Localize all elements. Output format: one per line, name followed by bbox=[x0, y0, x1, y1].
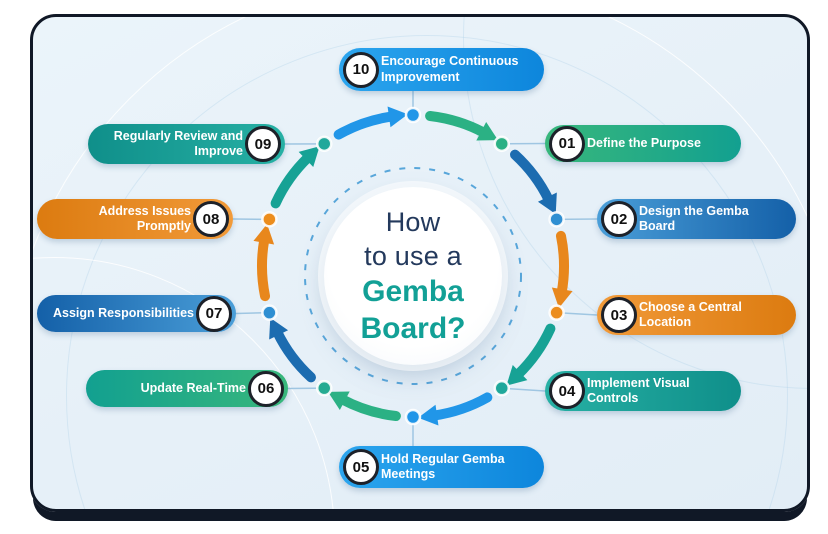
step-label: Choose a Central Location bbox=[639, 299, 742, 329]
cycle-arrow bbox=[555, 230, 569, 298]
step-pill-07: 07 Assign Responsibilities bbox=[37, 295, 236, 332]
cycle-arrowhead bbox=[327, 391, 350, 411]
title-line: to use a bbox=[364, 241, 462, 271]
step-number-badge: 08 bbox=[193, 201, 229, 237]
cycle-arrow bbox=[257, 234, 271, 302]
step-label: Regularly Review and Improve bbox=[113, 128, 243, 158]
step-dot bbox=[404, 408, 422, 426]
step-number-badge: 09 bbox=[245, 126, 281, 162]
cycle-arrowhead bbox=[298, 146, 320, 168]
cycle-arrowhead bbox=[387, 106, 408, 128]
title-keyword: Board? bbox=[360, 312, 466, 345]
cycle-arrowhead bbox=[537, 192, 557, 215]
title-line: How bbox=[385, 207, 441, 237]
step-label: Implement Visual Controls bbox=[587, 375, 690, 405]
step-pill-09: 09 Regularly Review and Improve bbox=[88, 124, 285, 164]
step-number-badge: 07 bbox=[196, 295, 232, 332]
cycle-arrowhead bbox=[253, 224, 275, 245]
center-title-circle: How to use a Gemba Board? bbox=[324, 187, 502, 365]
cycle-arrowhead bbox=[418, 404, 439, 426]
cycle-arrow bbox=[429, 392, 493, 421]
cycle-arrowhead bbox=[476, 121, 499, 141]
step-label: Address Issues Promptly bbox=[98, 203, 191, 233]
cycle-arrow bbox=[510, 149, 554, 205]
step-dot bbox=[315, 379, 333, 397]
cycle-arrowhead bbox=[506, 364, 528, 386]
step-dot bbox=[548, 304, 565, 321]
step-dot bbox=[548, 211, 565, 228]
title-keyword: Gemba bbox=[362, 275, 464, 308]
cycle-arrowhead bbox=[269, 317, 289, 340]
step-dot bbox=[493, 379, 511, 397]
step-number-badge: 10 bbox=[343, 51, 379, 88]
step-pill-03: 03 Choose a Central Location bbox=[597, 295, 796, 335]
step-dot bbox=[404, 106, 422, 124]
step-label: Assign Responsibilities bbox=[52, 305, 194, 320]
step-number-badge: 03 bbox=[601, 297, 637, 333]
step-number-badge: 04 bbox=[549, 373, 585, 409]
step-pill-01: 01 Define the Purpose bbox=[545, 125, 741, 162]
cycle-arrowhead bbox=[551, 287, 573, 308]
cycle-arrow bbox=[512, 323, 556, 380]
step-label: Update Real-Time bbox=[140, 380, 246, 395]
step-dot bbox=[315, 135, 333, 153]
step-number-badge: 05 bbox=[343, 449, 379, 485]
cycle-arrow bbox=[272, 327, 316, 383]
step-pill-05: 05 Hold Regular Gemba Meetings bbox=[339, 446, 544, 488]
step-dot bbox=[493, 135, 511, 153]
step-label: Design the Gemba Board bbox=[639, 203, 749, 233]
cycle-arrow bbox=[337, 394, 401, 422]
dashed-circle bbox=[304, 167, 522, 385]
step-pill-06: 06 Update Real-Time bbox=[86, 370, 288, 407]
step-number-badge: 02 bbox=[601, 201, 637, 237]
step-pill-02: 02 Design the Gemba Board bbox=[597, 199, 796, 239]
cycle-arrow bbox=[333, 111, 397, 140]
step-pill-04: 04 Implement Visual Controls bbox=[545, 371, 741, 411]
step-label: Encourage Continuous Improvement bbox=[381, 54, 519, 84]
step-pill-08: 08 Address Issues Promptly bbox=[37, 199, 233, 239]
step-number-badge: 01 bbox=[549, 125, 585, 162]
step-pill-10: 10 Encourage Continuous Improvement bbox=[339, 48, 544, 91]
step-label: Define the Purpose bbox=[587, 135, 701, 150]
step-label: Hold Regular Gemba Meetings bbox=[381, 451, 505, 481]
step-dot bbox=[261, 304, 278, 321]
step-number-badge: 06 bbox=[248, 370, 284, 407]
cycle-arrow bbox=[270, 152, 314, 209]
cycle-arrow bbox=[425, 110, 489, 138]
step-dot bbox=[261, 211, 278, 228]
